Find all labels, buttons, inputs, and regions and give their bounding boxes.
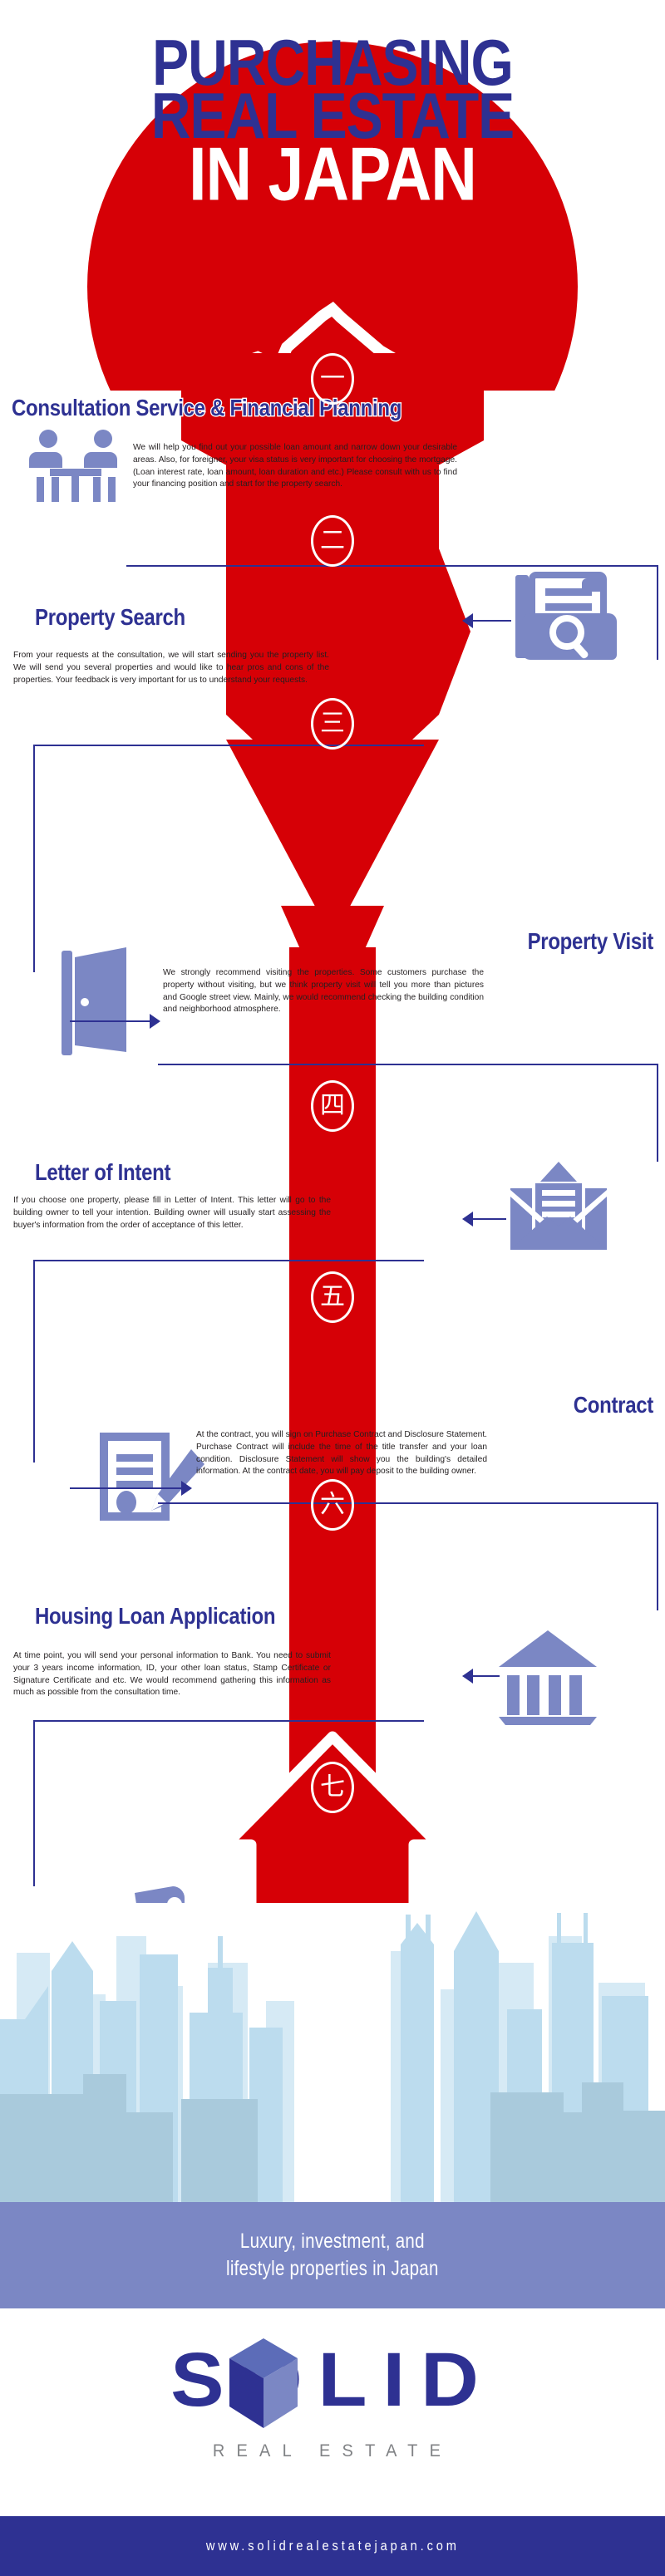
- connector-3-arrowhead: [150, 1014, 160, 1029]
- step-badge-1: 一: [311, 353, 354, 405]
- website-url-bar[interactable]: www.solidrealestatejapan.com: [0, 2516, 665, 2576]
- title-line-1: PURCHASING: [152, 26, 514, 99]
- step-body-3: We strongly recommend visiting the prope…: [163, 968, 484, 1015]
- step-badge-6: 六: [311, 1479, 354, 1531]
- connector-2-h2: [33, 745, 424, 746]
- cube-logo-icon: [229, 2338, 298, 2428]
- connector-4-h2: [33, 1260, 424, 1261]
- connector-1-h: [126, 565, 658, 567]
- step-title-2: Property Search: [34, 604, 187, 632]
- logo-subtitle: REAL ESTATE: [212, 2441, 453, 2460]
- step-badge-7: 七: [311, 1762, 354, 1813]
- connector-6-v: [33, 1720, 35, 1886]
- step-body-4: If you choose one property, please fill …: [13, 1196, 331, 1230]
- step-body-2: From your requests at the consultation, …: [13, 651, 329, 685]
- step-badge-2: 二: [311, 515, 354, 567]
- connector-3-h: [70, 1020, 150, 1022]
- tagline-banner: Luxury, investment, and lifestyle proper…: [0, 2202, 665, 2308]
- skyline-layer-near: [0, 2074, 665, 2202]
- connector-1-v: [657, 565, 658, 660]
- connector-2-arrowhead: [462, 613, 473, 628]
- connector-6-h2: [33, 1720, 424, 1722]
- meeting-table-icon: [29, 430, 117, 502]
- step-badge-4: 四: [311, 1080, 354, 1132]
- step-title-4: Letter of Intent: [34, 1159, 172, 1187]
- connector-3-v: [657, 1064, 658, 1162]
- logo-wordmark: SOLID: [170, 2338, 495, 2422]
- company-logo: SOLID REAL ESTATE: [0, 2318, 665, 2518]
- connector-5-h: [70, 1487, 181, 1489]
- connector-5-arrowhead: [181, 1481, 192, 1496]
- step-body-1: We will help you find out your possible …: [133, 443, 457, 489]
- tagline-line-2: lifestyle properties in Japan: [226, 2257, 439, 2280]
- city-skyline-background: [0, 1903, 665, 2202]
- step-title-5: Contract: [572, 1392, 654, 1420]
- tagline-line-1: Luxury, investment, and: [240, 2229, 425, 2253]
- connector-4-arrowhead: [462, 1212, 473, 1227]
- connector-4-v: [33, 1260, 35, 1463]
- connector-2-v: [33, 745, 35, 972]
- title-line-2: REAL ESTATE: [150, 79, 515, 152]
- step-body-6: At time point, you will send your person…: [13, 1651, 331, 1698]
- connector-5-h2: [158, 1502, 658, 1504]
- connector-5-v: [657, 1502, 658, 1610]
- website-url-text[interactable]: www.solidrealestatejapan.com: [205, 2538, 460, 2554]
- connector-6-h: [473, 1675, 500, 1677]
- step-badge-3: 三: [311, 698, 354, 750]
- folder-search-icon: [515, 572, 617, 660]
- step-body-5: At the contract, you will sign on Purcha…: [196, 1430, 487, 1477]
- document-pen-icon: [100, 1433, 204, 1521]
- title-line-3: IN JAPAN: [189, 131, 477, 217]
- step-title-3: Property Visit: [526, 928, 654, 956]
- connector-6-arrowhead: [462, 1669, 473, 1684]
- step-title-6: Housing Loan Application: [34, 1603, 277, 1631]
- open-door-icon: [62, 947, 126, 1055]
- connector-2-h: [473, 620, 511, 622]
- connector-3-h2: [158, 1064, 658, 1065]
- envelope-letter-icon: [510, 1162, 607, 1250]
- step-badge-5: 五: [311, 1271, 354, 1323]
- page-title: PURCHASING REAL ESTATE IN JAPAN: [0, 26, 665, 212]
- header-banner: PURCHASING REAL ESTATE IN JAPAN: [0, 0, 665, 391]
- connector-4-h: [473, 1218, 506, 1220]
- process-steps: 一 Consultation Service & Financial Plann…: [11, 353, 658, 2164]
- tagline-text: Luxury, investment, and lifestyle proper…: [226, 2228, 439, 2283]
- bank-building-icon: [499, 1630, 597, 1725]
